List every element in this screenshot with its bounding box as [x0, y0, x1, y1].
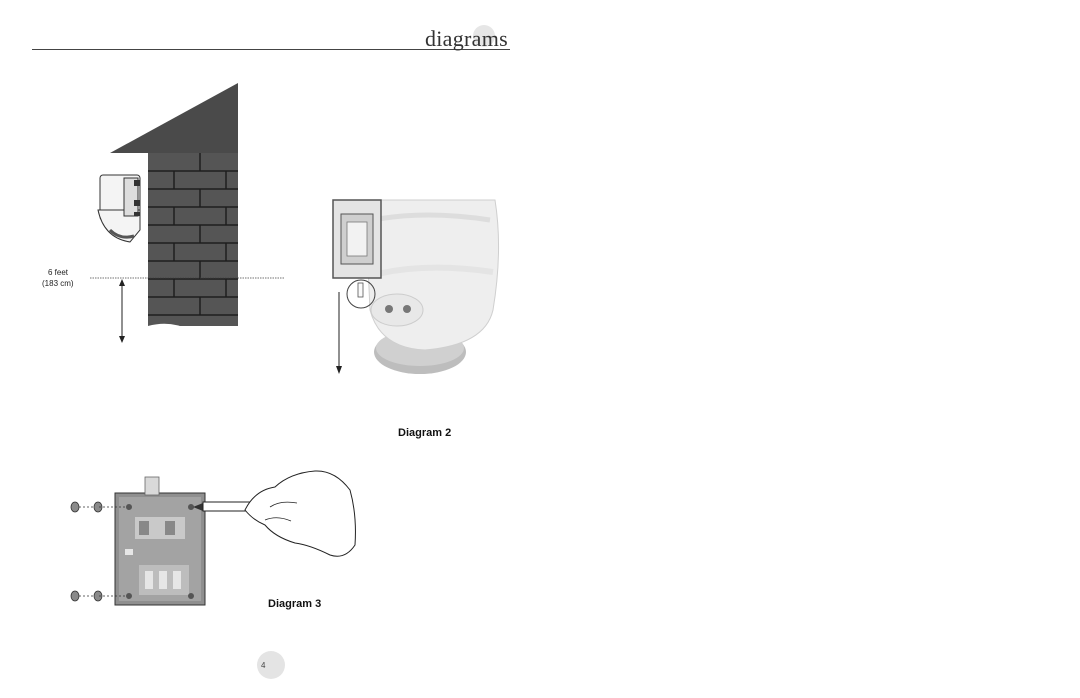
- page-number: 4: [261, 661, 266, 670]
- diagram-1-wall-mounting: [90, 83, 285, 360]
- header-rule: [32, 49, 510, 50]
- diagram-3-caption: Diagram 3: [268, 598, 322, 610]
- header-decoration-circle: [473, 25, 495, 47]
- diagram-2-fixture-detail: [332, 199, 500, 374]
- height-label-metric: (183 cm): [42, 279, 74, 288]
- height-label: 6 feet: [48, 268, 69, 277]
- diagram-3-mounting-plate: [70, 470, 356, 606]
- page-title: diagrams: [424, 26, 508, 51]
- page-number-circle: [257, 651, 285, 679]
- diagram-2-caption: Diagram 2: [398, 427, 452, 439]
